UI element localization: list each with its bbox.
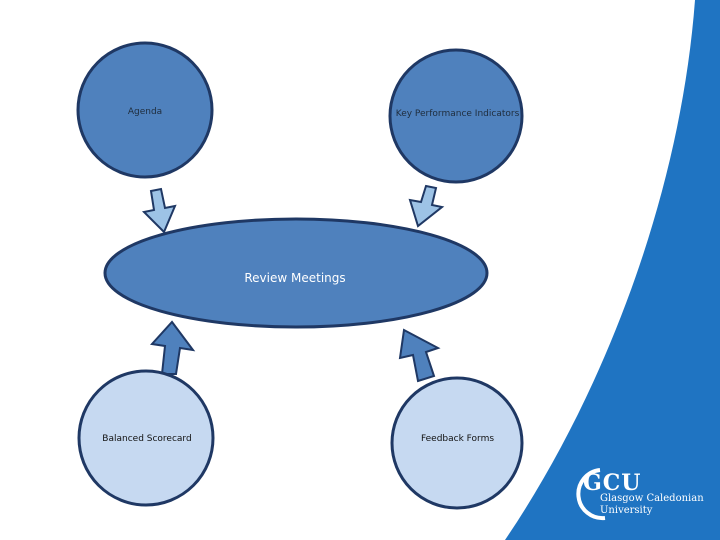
arrow-feedback-to-review xyxy=(398,328,441,383)
brand-band xyxy=(505,0,720,540)
review-meetings-ellipse xyxy=(103,217,489,329)
gcu-logo-text: Glasgow Caledonian University xyxy=(600,493,704,516)
kpi-label: Key Performance Indicators xyxy=(395,109,520,119)
logo-line-2: University xyxy=(600,504,653,516)
feedback-forms-label: Feedback Forms xyxy=(420,434,495,444)
agenda-circle xyxy=(76,41,214,179)
arrow-agenda-to-review xyxy=(141,187,177,234)
balanced-scorecard-circle xyxy=(77,369,215,507)
review-meetings-label: Review Meetings xyxy=(244,271,346,285)
arrow-kpi-to-review xyxy=(408,184,445,228)
gcu-logo-mark: GCU xyxy=(583,470,642,496)
feedback-forms-circle xyxy=(390,376,524,510)
logo-line-1: Glasgow Caledonian xyxy=(600,493,704,504)
balanced-scorecard-label: Balanced Scorecard xyxy=(102,434,192,444)
arrow-bsc-to-review xyxy=(150,320,196,375)
agenda-label: Agenda xyxy=(127,107,163,117)
logo-arc xyxy=(576,468,606,521)
kpi-circle xyxy=(388,48,524,184)
